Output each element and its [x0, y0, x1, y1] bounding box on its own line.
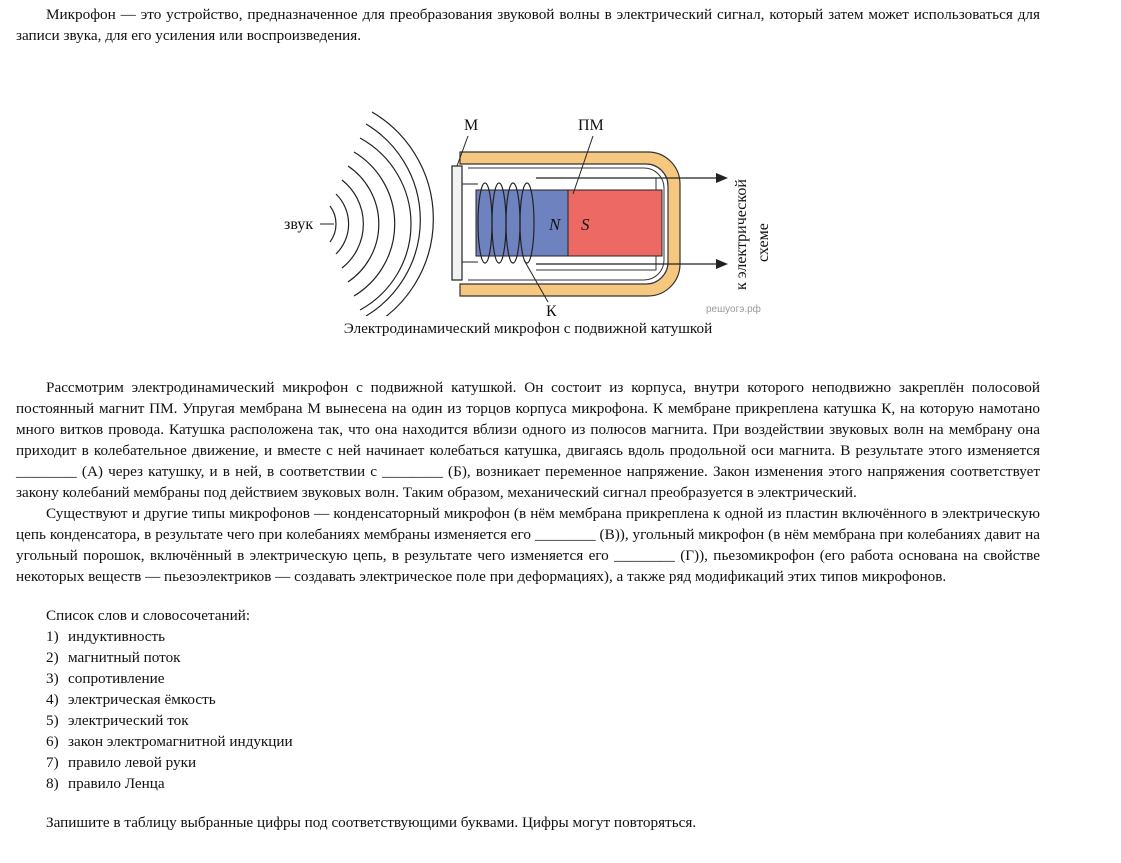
coil-leader-line: [523, 259, 549, 303]
membrane-leader-line: [456, 135, 469, 167]
sound-waves: [329, 111, 434, 316]
watermark: решуогэ.рф: [706, 303, 761, 315]
label-pole-s: S: [581, 215, 590, 234]
arrow-bottom: [716, 259, 728, 269]
microphone-diagram: звук N S: [284, 111, 772, 316]
list-item: 5)электрический ток: [46, 712, 189, 729]
label-sound: звук: [284, 216, 313, 233]
list-item: 2)магнитный поток: [46, 649, 181, 666]
coil: [477, 182, 535, 264]
intro-paragraph: Микрофон — это устройство, предназначенн…: [16, 6, 1040, 44]
label-coil: К: [546, 303, 557, 316]
microphone-figure: звук N S: [16, 54, 1040, 316]
housing-inner-outline: [468, 167, 665, 281]
list-item: 8)правило Ленца: [46, 775, 165, 792]
figure-caption: Электродинамический микрофон с подвижной…: [343, 320, 713, 337]
label-magnet: ПМ: [578, 117, 604, 134]
list-item: 4)электрическая ёмкость: [46, 691, 216, 708]
label-circuit-line2: схеме: [755, 223, 772, 262]
housing: [459, 151, 681, 297]
membrane: [451, 165, 463, 281]
magnet-south-pole: [567, 189, 663, 257]
list-item: 1)индуктивность: [46, 628, 166, 645]
paragraph-2: Существуют и другие типы микрофонов — ко…: [16, 505, 1040, 585]
word-list-title: Список слов и словосочетаний:: [46, 607, 251, 624]
document-page: Микрофон — это устройство, предназначенн…: [16, 4, 1040, 833]
label-circuit: к электрической схеме: [733, 179, 772, 290]
label-membrane: М: [464, 117, 478, 134]
magnet-leader-line: [572, 135, 594, 195]
list-item: 3)сопротивление: [46, 670, 165, 687]
paragraph-1: Рассмотрим электродинамический микрофон …: [16, 379, 1040, 501]
word-list: 1)индуктивность 2)магнитный поток 3)сопр…: [16, 626, 1040, 794]
label-pole-n: N: [548, 215, 562, 234]
list-item: 6)закон электромагнитной индукции: [46, 733, 293, 750]
list-item: 7)правило левой руки: [46, 754, 197, 771]
task-instruction: Запишите в таблицу выбранные цифры под с…: [46, 814, 697, 831]
label-circuit-line1: к электрической: [733, 179, 750, 290]
arrow-top: [716, 173, 728, 183]
